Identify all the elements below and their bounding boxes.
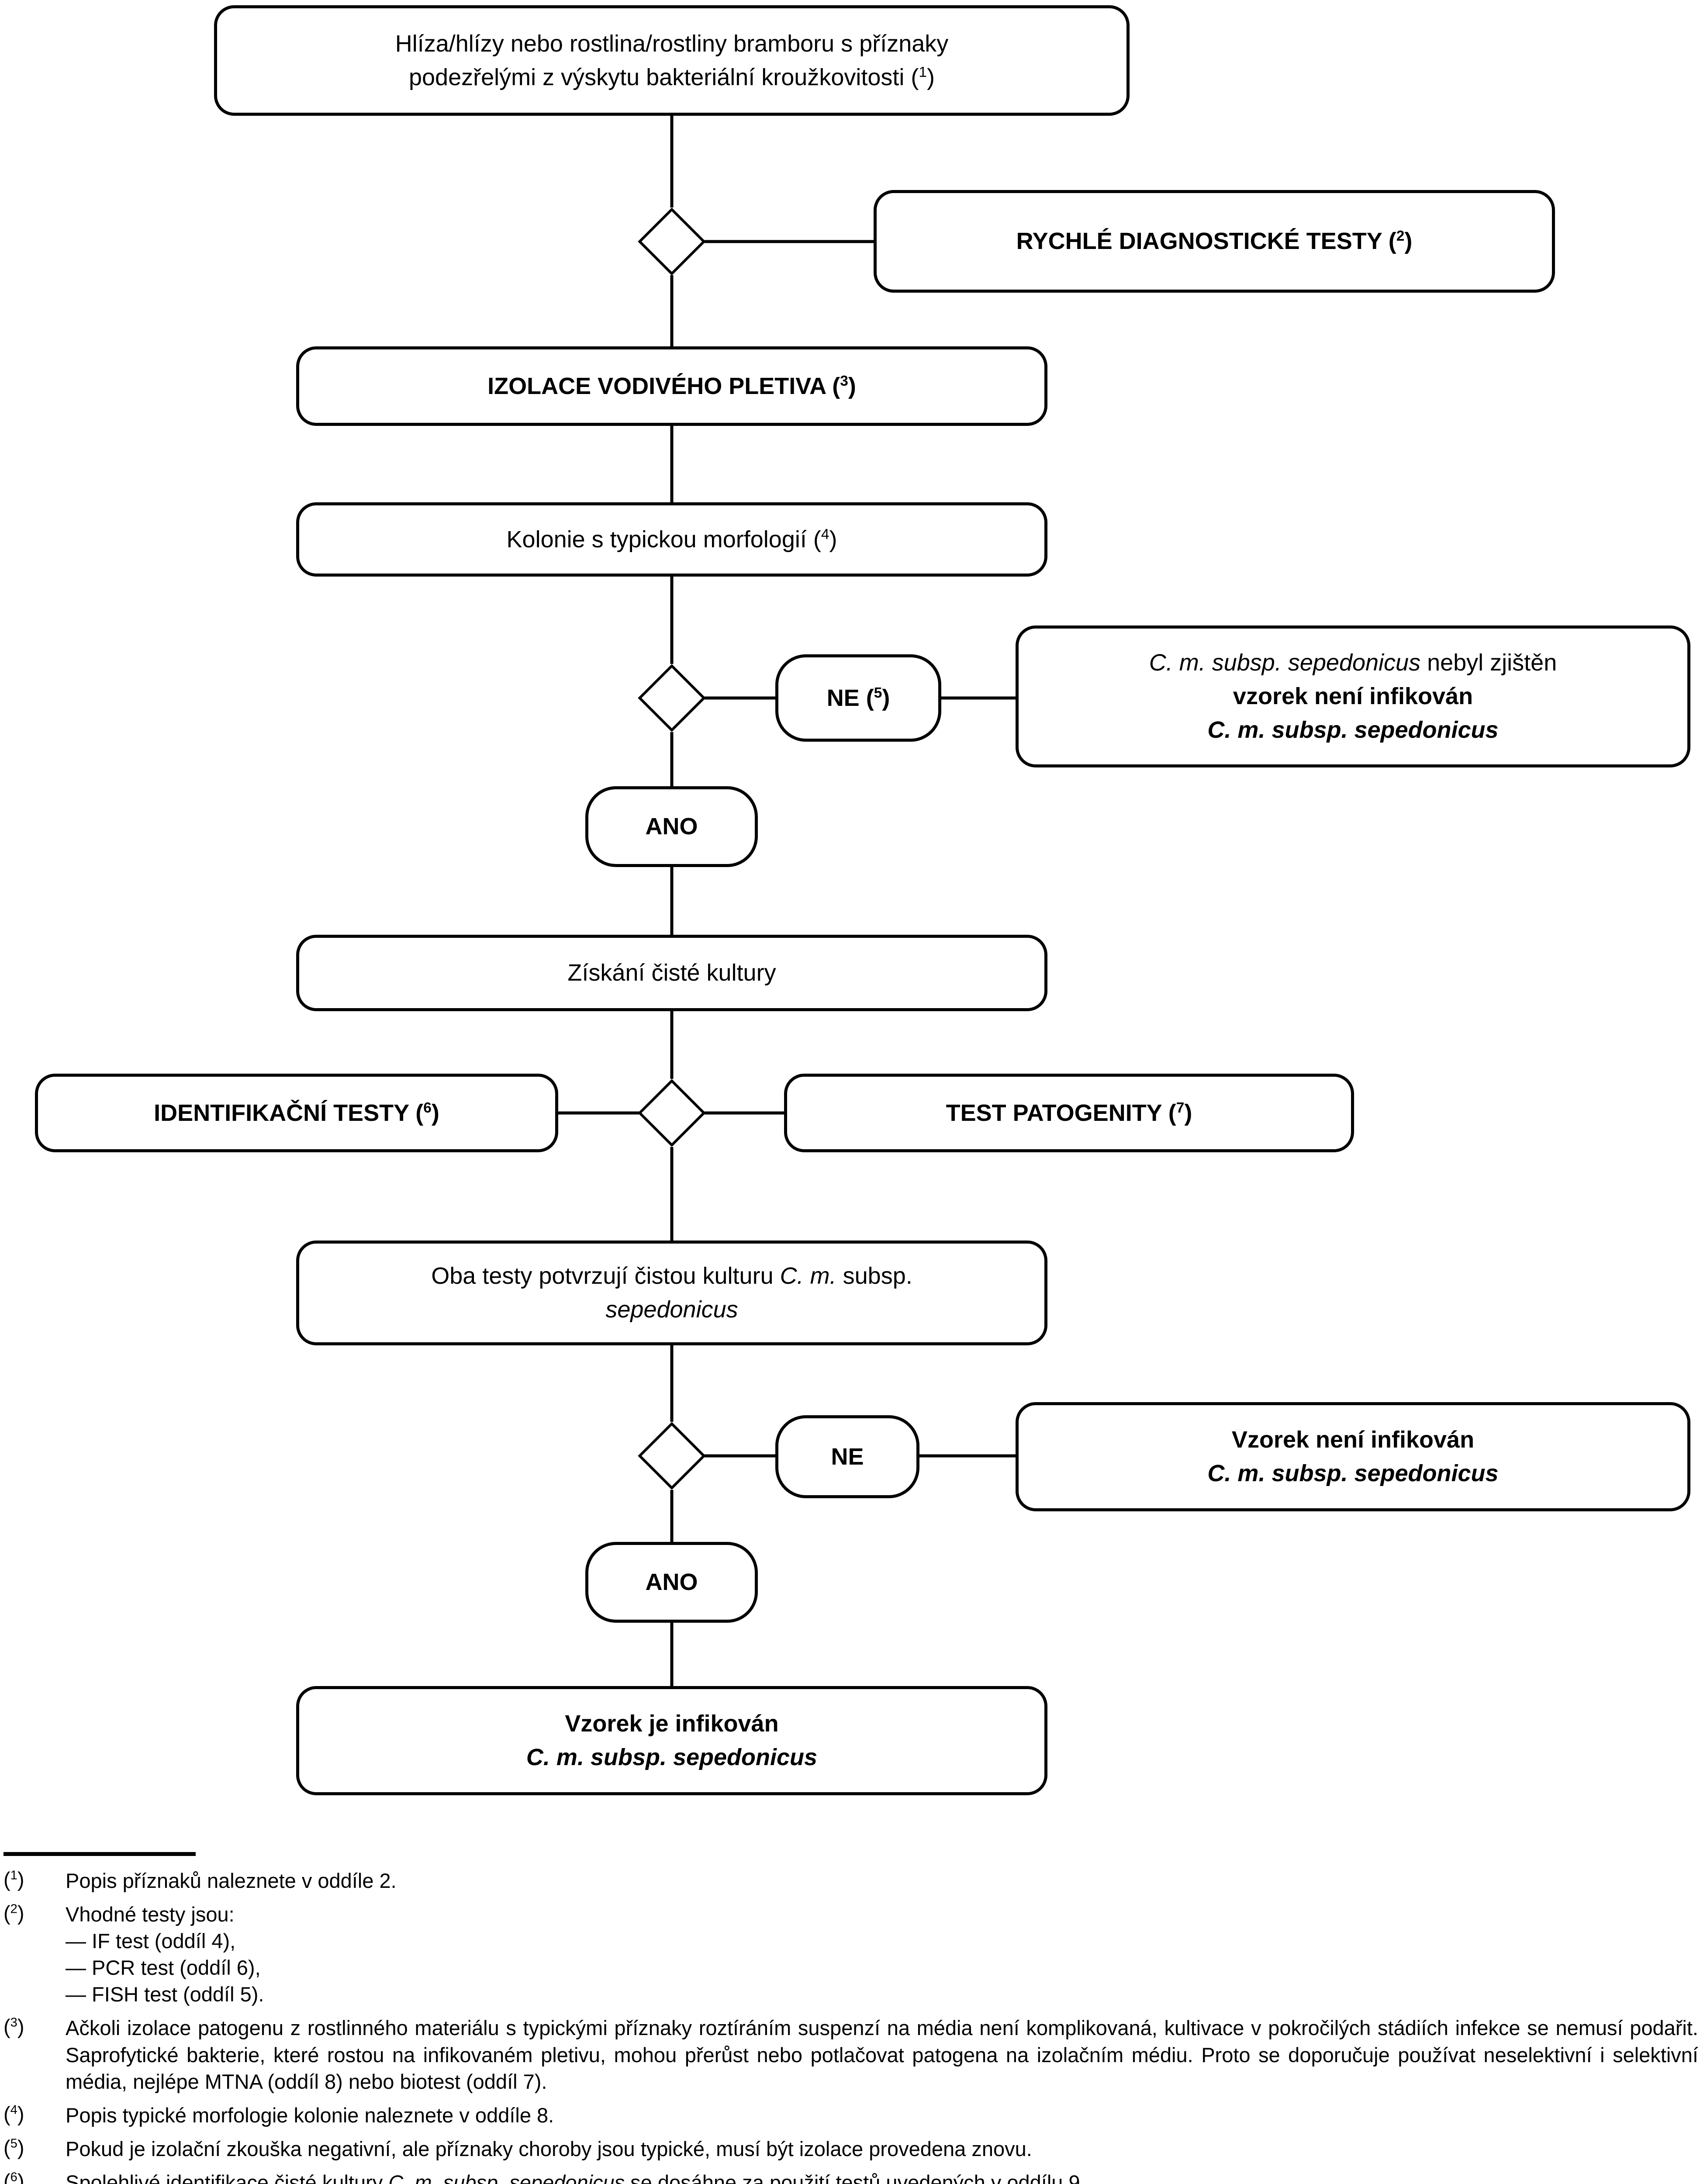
footnote-text-5: Pokud je izolační zkouška negativní, ale…	[66, 2137, 1032, 2160]
start-line-2a: podezřelými z výskytu bakteriální kroužk…	[408, 64, 919, 90]
not-detected-line1-rest: nebyl zjištěn	[1420, 650, 1557, 676]
node-pathogenicity-test: TEST PATOGENITY (7)	[784, 1074, 1354, 1152]
footnotes-section: (1) Popis příznaků naleznete v oddíle 2.…	[0, 1852, 1707, 2184]
decision-node-2	[638, 664, 706, 732]
footnote-item-5: (5) Pokud je izolační zkouška negativní,…	[0, 2136, 1707, 2162]
footnote-marker-5: (5)	[3, 2136, 24, 2159]
footnote-ref-7: 7	[1176, 1099, 1185, 1116]
pathogenicity-label-a: TEST PATOGENITY (	[946, 1099, 1176, 1126]
node-both-tests-confirm: Oba testy potvrzují čistou kulturu C. m.…	[296, 1241, 1047, 1345]
both-confirm-line1b: subsp.	[836, 1263, 912, 1289]
not-infected-line1: Vzorek není infikován	[1231, 1427, 1475, 1453]
flowchart-canvas: Hlíza/hlízy nebo rostlina/rostliny bramb…	[35, 5, 1690, 1795]
ne1-label-a: NE (	[826, 684, 874, 711]
isolation-label-b: )	[848, 373, 856, 399]
footnote-text-3: Ačkoli izolace patogenu z rostlinného ma…	[66, 2016, 1698, 2093]
node-obtain-pure-culture: Získání čisté kultury	[296, 935, 1047, 1011]
start-line-1: Hlíza/hlízy nebo rostlina/rostliny bramb…	[395, 30, 949, 57]
ano1-label: ANO	[645, 813, 698, 840]
isolation-label-a: IZOLACE VODIVÉHO PLETIVA (	[487, 373, 840, 399]
both-confirm-line2-italic: sepedonicus	[605, 1296, 738, 1323]
not-detected-line3: C. m. subsp. sepedonicus	[1207, 716, 1499, 743]
footnote-marker-2: (2)	[3, 1901, 24, 1925]
label-yes-1: ANO	[585, 786, 758, 867]
footnote-item-6: (6) Spolehlivé identifikace čisté kultur…	[0, 2169, 1707, 2184]
footnote-6-species: C. m. subsp. sepedonicus	[388, 2170, 625, 2184]
not-detected-line2: vzorek není infikován	[1233, 683, 1473, 710]
infected-line2: C. m. subsp. sepedonicus	[526, 1744, 818, 1770]
footnote-item-1: (1) Popis příznaků naleznete v oddíle 2.	[0, 1867, 1707, 1894]
node-sample-infected: Vzorek je infikován C. m. subsp. sepedon…	[296, 1686, 1047, 1795]
footnote-text-1: Popis příznaků naleznete v oddíle 2.	[66, 1869, 397, 1892]
footnote-separator-rule	[3, 1852, 196, 1856]
footnote-item-4: (4) Popis typické morfologie kolonie nal…	[0, 2102, 1707, 2129]
id-tests-label-b: )	[431, 1099, 439, 1126]
pathogenicity-label-b: )	[1184, 1099, 1192, 1126]
not-detected-line1-italic: C. m. subsp. sepedonicus	[1149, 650, 1421, 676]
footnote-item-2: (2) Vhodné testy jsou: — IF test (oddíl …	[0, 1901, 1707, 2008]
footnote-ref-6: 6	[423, 1099, 432, 1116]
footnote-ref-1: 1	[919, 64, 927, 80]
node-typical-colonies: Kolonie s typickou morfologií (4)	[296, 502, 1047, 577]
label-no-2: NE	[775, 1415, 919, 1498]
decision-node-4	[638, 1422, 706, 1490]
footnote-ref-5: 5	[874, 684, 882, 701]
footnote-marker-6: (6)	[3, 2169, 24, 2184]
decision-node-3	[638, 1079, 706, 1147]
footnote-ref-3: 3	[840, 373, 848, 389]
footnote-text-6: Spolehlivé identifikace čisté kultury C.…	[66, 2169, 1707, 2184]
footnote-text-4: Popis typické morfologie kolonie nalezne…	[66, 2103, 554, 2127]
footnote-6-after: se dosáhne za použití testů uvedených v …	[625, 2170, 1086, 2184]
node-pathogen-not-detected: C. m. subsp. sepedonicus nebyl zjištěn v…	[1016, 625, 1690, 767]
node-isolation-vascular-tissue: IZOLACE VODIVÉHO PLETIVA (3)	[296, 346, 1047, 426]
footnote-2-item-pcr: — PCR test (oddíl 6),	[66, 1956, 261, 1980]
colonies-label-b: )	[829, 526, 837, 553]
footnote-text-2: Vhodné testy jsou: — IF test (oddíl 4), …	[66, 1901, 1707, 2008]
pure-culture-label: Získání čisté kultury	[567, 960, 776, 986]
node-rapid-diagnostic-tests: RYCHLÉ DIAGNOSTICKÉ TESTY (2)	[874, 190, 1555, 293]
label-no-1: NE (5)	[775, 654, 941, 742]
footnote-2-lead: Vhodné testy jsou:	[66, 1903, 235, 1926]
id-tests-label-a: IDENTIFIKAČNÍ TESTY (	[154, 1099, 424, 1126]
footnote-ref-2: 2	[1396, 228, 1405, 245]
colonies-label-a: Kolonie s typickou morfologií (	[506, 526, 821, 553]
not-infected-line2: C. m. subsp. sepedonicus	[1207, 1460, 1499, 1486]
ano2-label: ANO	[645, 1569, 698, 1596]
ne2-label: NE	[831, 1443, 864, 1470]
rapid-tests-label-b: )	[1404, 228, 1413, 255]
footnote-ref-4: 4	[821, 526, 829, 543]
decision-node-1	[638, 207, 706, 276]
label-yes-2: ANO	[585, 1542, 758, 1623]
both-confirm-line1a: Oba testy potvrzují čistou kulturu	[431, 1263, 780, 1289]
infected-line1: Vzorek je infikován	[565, 1711, 779, 1737]
ne1-label-b: )	[882, 684, 890, 711]
footnote-item-3: (3) Ačkoli izolace patogenu z rostlinnéh…	[0, 2015, 1707, 2094]
footnote-marker-4: (4)	[3, 2102, 24, 2125]
both-confirm-line1-italic: C. m.	[780, 1263, 836, 1289]
start-line-2b: )	[927, 64, 935, 90]
footnote-marker-1: (1)	[3, 1868, 24, 1891]
footnote-6-before: Spolehlivé identifikace čisté kultury	[66, 2170, 389, 2184]
footnote-2-item-fish: — FISH test (oddíl 5).	[66, 1983, 264, 2006]
node-identification-tests: IDENTIFIKAČNÍ TESTY (6)	[35, 1074, 558, 1152]
footnote-2-item-if: — IF test (oddíl 4),	[66, 1929, 236, 1953]
rapid-tests-label-a: RYCHLÉ DIAGNOSTICKÉ TESTY (	[1016, 228, 1396, 255]
node-sample-not-infected: Vzorek není infikován C. m. subsp. seped…	[1016, 1402, 1690, 1511]
node-start-symptoms: Hlíza/hlízy nebo rostlina/rostliny bramb…	[214, 5, 1130, 116]
footnote-marker-3: (3)	[3, 2015, 24, 2039]
